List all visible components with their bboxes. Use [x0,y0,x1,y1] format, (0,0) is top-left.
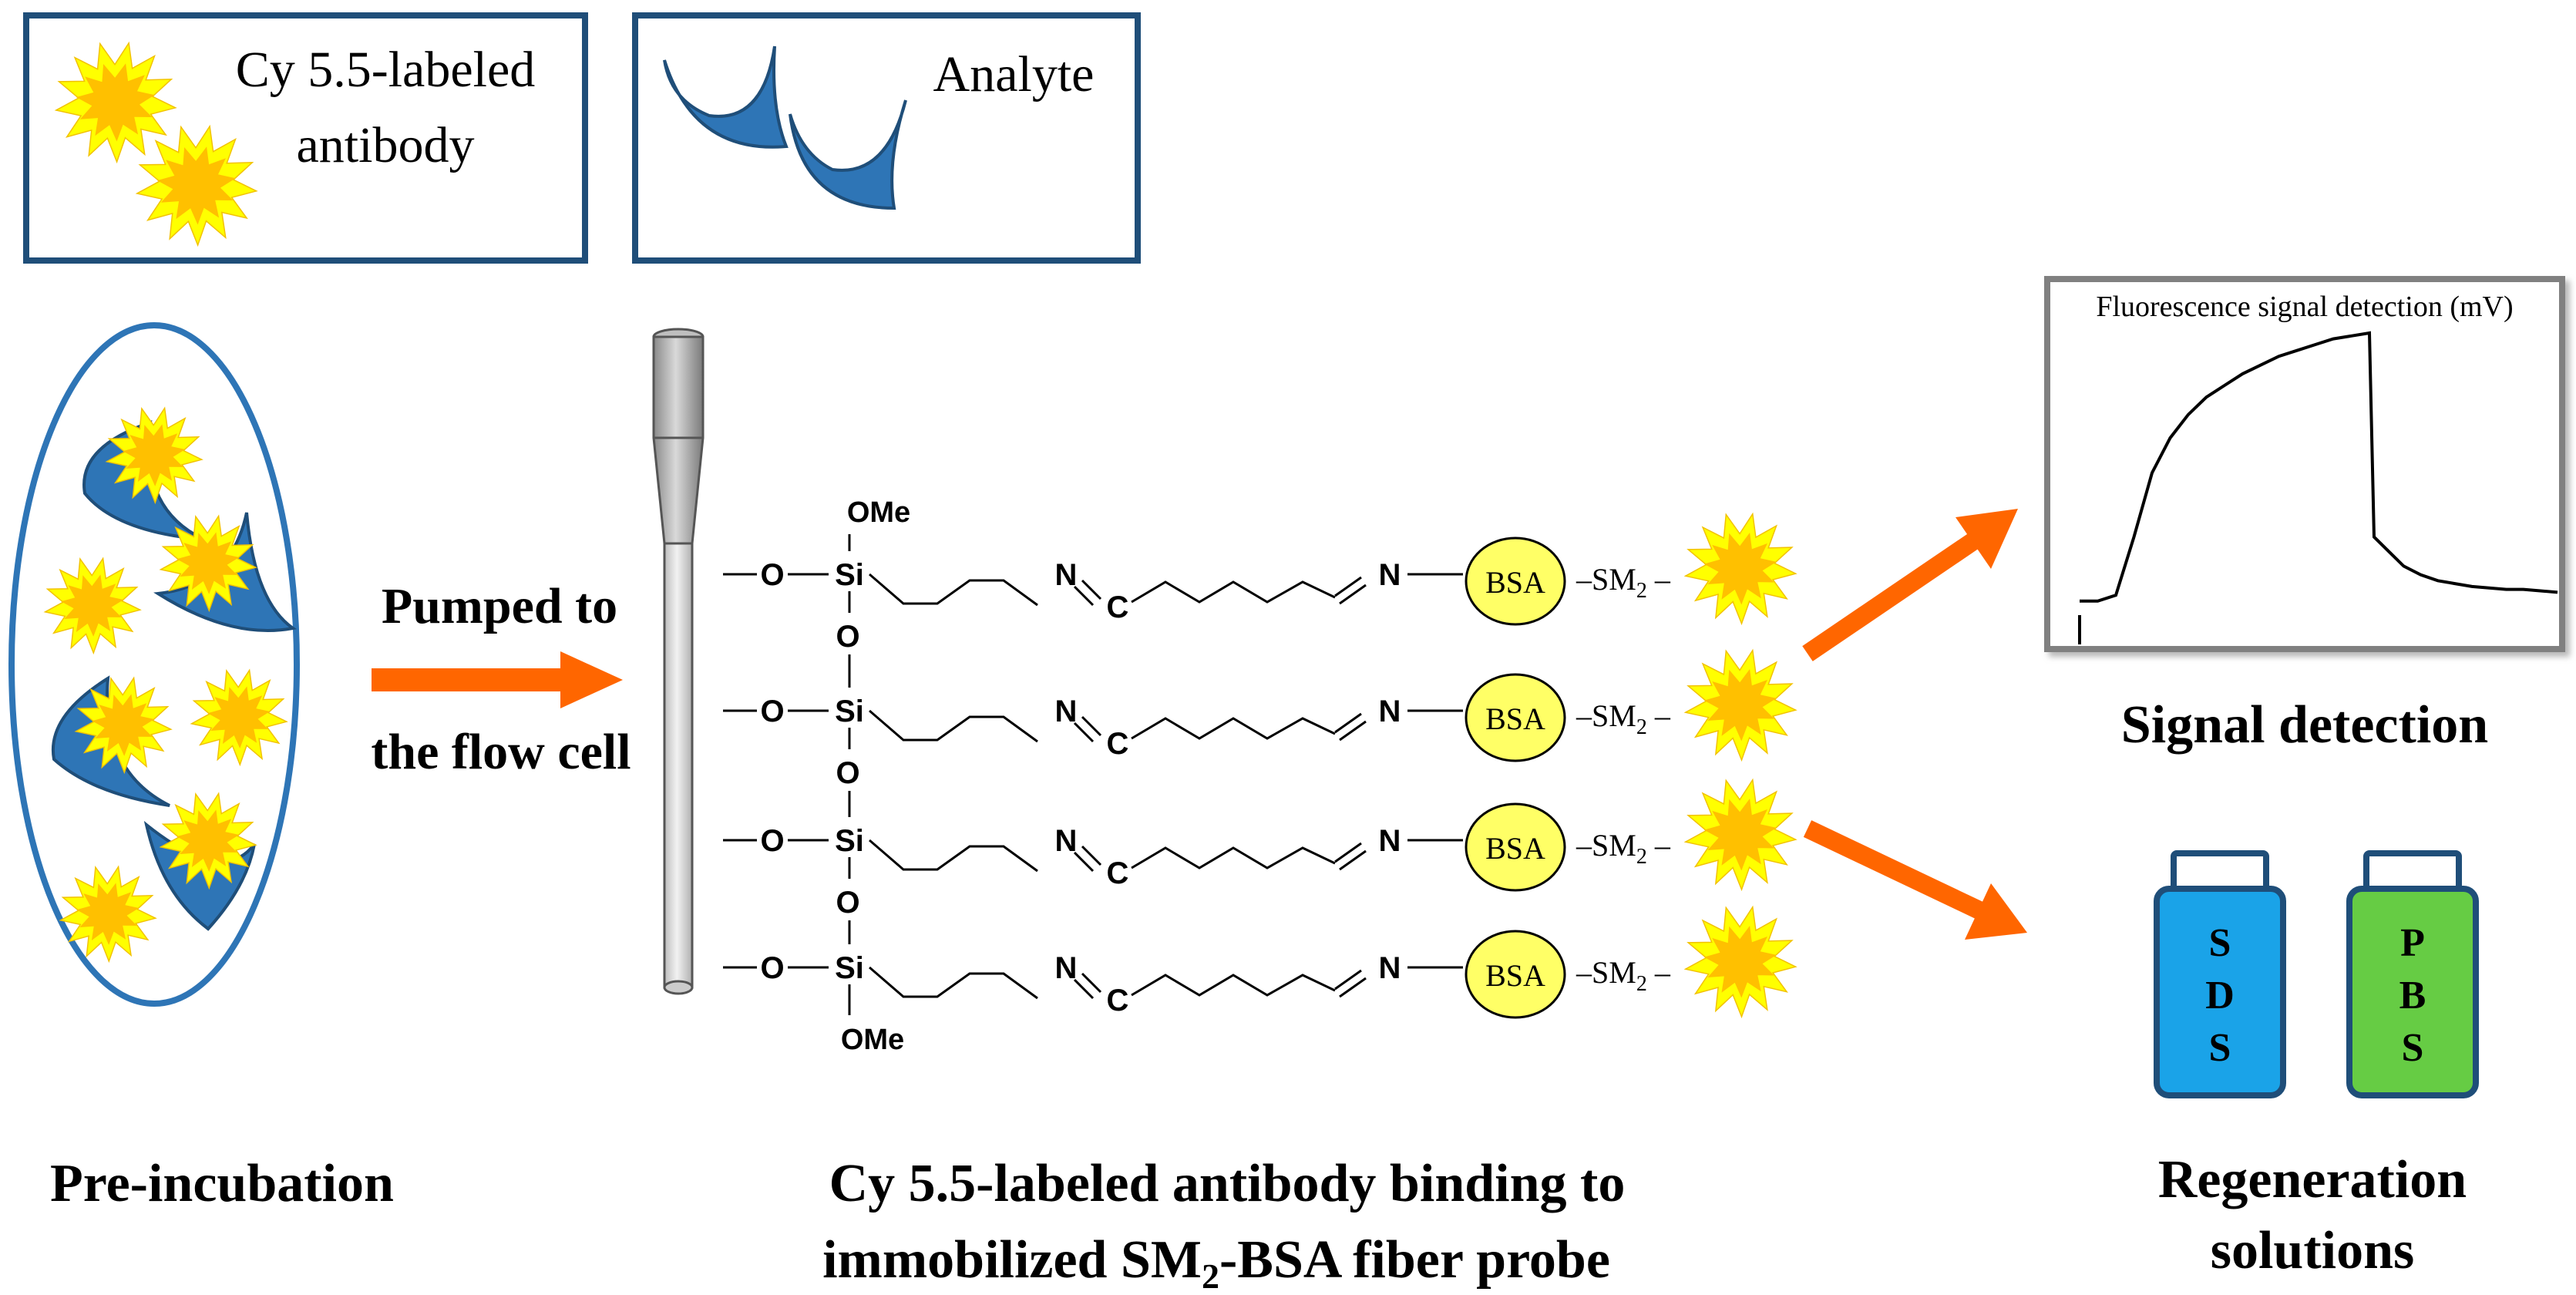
star-icon [1683,778,1797,892]
bsa-protein [1465,536,1566,626]
star-icon [1683,512,1797,626]
regeneration-bottle: PBS [2346,850,2479,1098]
bsa-label: BSA [1485,831,1545,866]
signal-detection-label: Signal detection [2121,695,2488,755]
analyte-icon [663,45,789,149]
nitrogen-atom: N [1055,951,1078,985]
nitrogen-atom: N [1055,558,1078,592]
star-icon [74,676,173,775]
pumped-label-line2: the flow cell [371,724,631,780]
methoxy-group: OMe [847,496,910,529]
bottle-letter: S [2209,1026,2231,1070]
regeneration-bottle: SDS [2154,850,2286,1098]
legend-analyte-label: Analyte [933,46,1095,103]
legend-antibody-box: Cy 5.5-labeled antibody [23,12,588,264]
silicon-atom: Si [835,695,864,728]
sm2-label: –SM2 – [1576,955,1671,996]
bsa-protein [1465,930,1566,1019]
nitrogen-atom: N [1379,695,1401,728]
oxygen-atom: O [760,951,784,985]
nitrogen-atom: N [1379,558,1401,592]
regeneration-label-line2: solutions [2211,1221,2415,1280]
nitrogen-atom: N [1055,824,1078,858]
star-icon [159,514,257,613]
regeneration-label-line1: Regeneration [2158,1150,2467,1209]
nitrogen-atom: N [1379,824,1401,858]
bottle-body [2154,886,2286,1098]
bottle-letter: S [2402,1026,2424,1070]
star-icon [135,124,258,247]
silicon-atom: Si [835,824,864,858]
bottle-letter: S [2209,921,2231,965]
legend-antibody-label-line2: antibody [297,117,475,173]
carbon-atom: C [1107,590,1129,624]
binding-label-line1: Cy 5.5-labeled antibody binding to [829,1154,1626,1213]
methoxy-group: OMe [841,1024,904,1056]
star-icon [43,557,142,655]
bsa-protein [1465,802,1566,892]
fiber-probe [652,328,705,995]
star-icon [159,792,257,890]
signal-plot: Fluorescence signal detection (mV) [2044,276,2565,652]
signal-trace [2080,331,2558,603]
pump-arrow [372,651,623,708]
carbon-atom: C [1107,856,1129,890]
star-icon [1683,648,1797,762]
carbon-atom: C [1107,984,1129,1018]
star-icon [54,41,177,164]
bottle-letter: D [2205,974,2235,1018]
sm2-label: –SM2 – [1576,562,1671,603]
pre-incubation-label: Pre-incubation [50,1154,394,1213]
nitrogen-atom: N [1379,951,1401,985]
bsa-label: BSA [1485,958,1545,993]
binding-label-line2: immobilized SM2-BSA fiber probe [822,1230,1610,1295]
silicon-atom: Si [835,951,864,985]
oxygen-atom: O [760,695,784,728]
oxygen-atom: O [836,620,859,654]
star-icon [59,865,157,964]
oxygen-atom: O [760,558,784,592]
bsa-label: BSA [1485,565,1545,600]
oxygen-atom: O [836,756,859,790]
star-icon [1683,905,1797,1019]
analyte-icon [789,99,907,210]
bsa-label: BSA [1485,701,1545,736]
sm2-label: –SM2 – [1576,828,1671,869]
bottle-letter: B [2399,974,2426,1018]
legend-analyte-box: Analyte [632,12,1141,264]
nitrogen-atom: N [1055,695,1078,728]
star-icon [105,406,203,505]
pre-incubation-ellipse [8,322,300,1007]
carbon-atom: C [1107,727,1129,761]
star-icon [190,668,288,767]
sm2-label: –SM2 – [1576,698,1671,739]
arrow-to-regeneration [1803,820,2027,940]
bottle-body [2346,886,2479,1098]
bsa-protein [1465,673,1566,762]
oxygen-atom: O [836,886,859,920]
bottle-letter: P [2400,921,2425,965]
arrow-to-signal [1802,509,2018,661]
pumped-label-line1: Pumped to [382,578,617,634]
plot-title: Fluorescence signal detection (mV) [2096,291,2513,323]
oxygen-atom: O [760,824,784,858]
silicon-atom: Si [835,558,864,592]
legend-antibody-label-line1: Cy 5.5-labeled [236,42,536,98]
